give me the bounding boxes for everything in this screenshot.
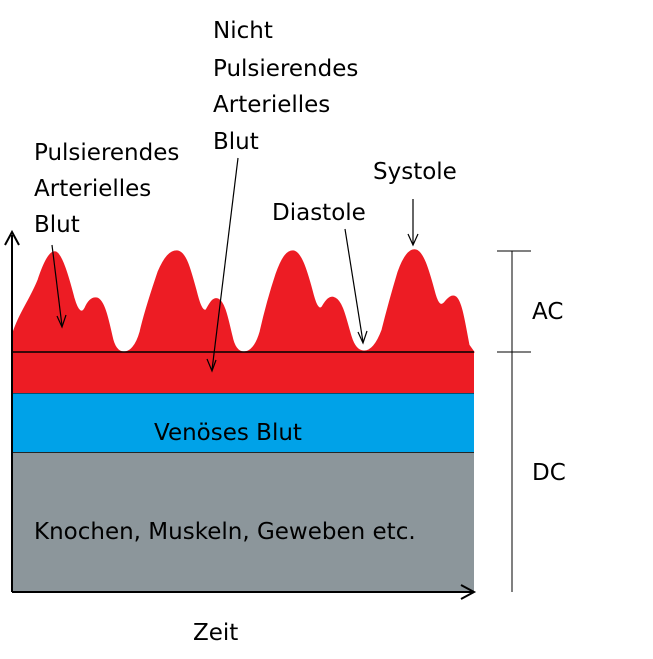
non-pulsating-arrow [206,157,239,373]
diastole-arrow [344,228,368,345]
dc-label: DC [532,460,566,486]
non-pulsating-label-line-1: Nicht [213,18,273,44]
x-axis-arrowhead [460,584,477,600]
pulsating-label-line-1: Pulsierendes [34,140,179,166]
venous-blood-label: Venöses Blut [154,420,302,446]
ac-label: AC [532,299,563,325]
pulsatile-arterial-waveform [11,249,475,353]
tissue-label: Knochen, Muskeln, Geweben etc. [34,519,416,545]
pulsating-arrow [51,244,67,329]
pulsating-label-line-3: Blut [34,212,80,238]
nonpulsatile-arterial-layer [12,352,474,393]
pulsating-label-line-2: Arterielles [34,176,151,202]
non-pulsating-label-line-4: Blut [213,129,259,155]
y-axis-arrowhead [4,229,20,246]
systole-arrow [407,199,419,247]
tissue-layer [12,452,474,592]
non-pulsating-label-line-3: Arterielles [213,92,330,118]
venous-blood-layer [12,393,474,452]
diastole-label: Diastole [272,200,366,226]
non-pulsating-label-line-2: Pulsierendes [213,56,358,82]
systole-label: Systole [373,159,457,185]
time-axis-label: Zeit [193,620,238,646]
